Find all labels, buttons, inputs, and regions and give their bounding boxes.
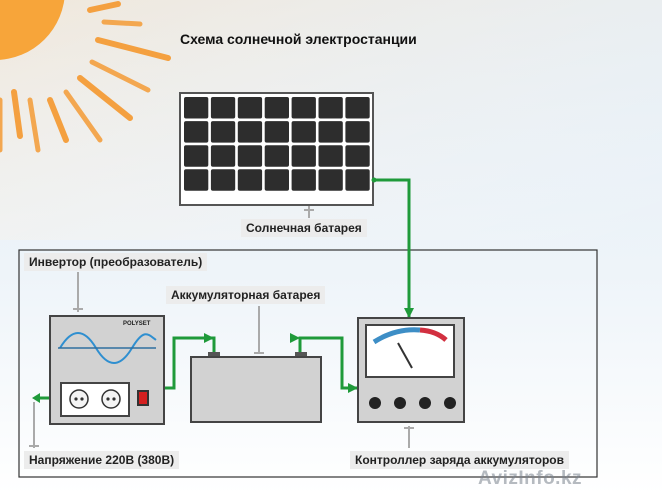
inverter-icon xyxy=(49,315,165,425)
solar-cell xyxy=(237,97,263,119)
inverter-label: Инвертор (преобразователь) xyxy=(24,253,208,271)
solar-cell xyxy=(264,97,289,119)
solar-cell xyxy=(318,169,343,191)
solar-cell xyxy=(291,97,316,119)
controller-label: Контроллер заряда аккумуляторов xyxy=(350,451,569,469)
solar-panel-icon xyxy=(179,92,374,206)
solar-cell xyxy=(318,121,343,143)
solar-cell xyxy=(264,121,289,143)
solar-panel-label: Солнечная батарея xyxy=(241,219,367,237)
diagram-title: Схема солнечной электростанции xyxy=(180,31,417,47)
charge-controller-icon xyxy=(357,317,465,423)
solar-cell xyxy=(210,145,236,167)
solar-cell xyxy=(318,97,343,119)
sun-icon xyxy=(0,0,171,153)
solar-cell xyxy=(210,97,236,119)
watermark: AvizInfo.kz xyxy=(478,468,583,489)
solar-cell xyxy=(291,121,316,143)
voltage-label: Напряжение 220В (380В) xyxy=(24,451,180,469)
battery-icon xyxy=(190,352,322,423)
solar-cell xyxy=(345,121,370,143)
solar-cell xyxy=(237,169,263,191)
solar-cell xyxy=(264,169,289,191)
solar-cell xyxy=(345,145,370,167)
solar-cell xyxy=(264,145,289,167)
wires xyxy=(36,178,411,400)
solar-cell xyxy=(345,169,370,191)
solar-cell xyxy=(184,121,209,143)
solar-cell xyxy=(291,169,316,191)
inverter-brand: POLYSET xyxy=(123,321,151,327)
solar-cell xyxy=(210,169,236,191)
solar-cell xyxy=(184,145,209,167)
solar-cell xyxy=(237,121,263,143)
solar-cell xyxy=(184,97,209,119)
battery-label: Аккумуляторная батарея xyxy=(166,286,326,304)
solar-cell xyxy=(318,145,343,167)
solar-cell xyxy=(237,145,263,167)
solar-cell xyxy=(345,97,370,119)
solar-cell xyxy=(210,121,236,143)
solar-cell xyxy=(184,169,209,191)
solar-cell xyxy=(291,145,316,167)
